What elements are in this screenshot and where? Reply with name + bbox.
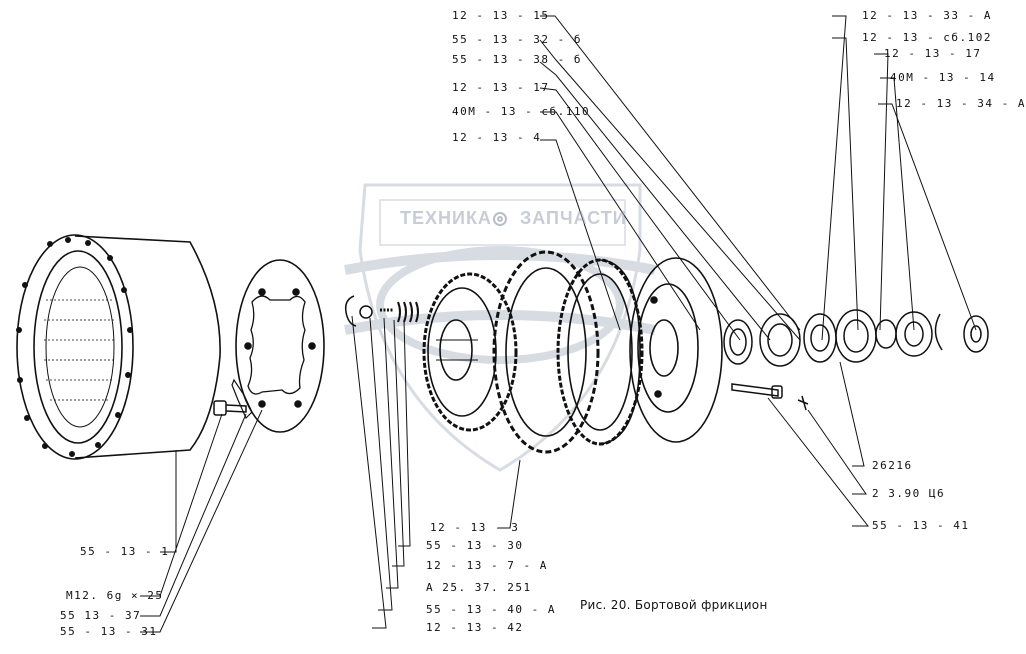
cover-disc [235,259,325,433]
leader-lines [140,15,977,633]
label-55-13-41: 55 - 13 - 41 [872,519,970,532]
housing-bolt-holes [16,237,133,457]
friction-disc-pack [556,258,644,446]
label-55-13-37: 55 13 - 37 [60,609,142,622]
label-2-3-90-c6: 2 3.90 Ц6 [872,487,946,500]
bearing-stack [723,309,989,367]
watermark-emblem [344,183,656,472]
label-12-13-3: 12 - 13 - 3 [430,521,520,534]
label-55-13-32-6: 55 - 13 - 32 - б [452,33,582,46]
label-12-13-17-right: 12 - 13 - 17 [884,47,982,60]
circlip-and-spring [344,295,419,327]
label-m12-bolt: М12. 6g × 25 [66,589,164,602]
exploded-assembly-drawing [16,15,989,633]
label-12-13-15: 12 - 13 - 15 [452,9,550,22]
label-55-13-1: 55 - 13 - 1 [80,545,170,558]
label-26216: 26216 [872,459,913,472]
label-40m-13-sb110: 40М - 13 - сб.110 [452,105,591,118]
label-12-13-34-a: 12 - 13 - 34 - А [896,97,1026,110]
label-12-13-33-a: 12 - 13 - 33 - А [862,9,992,22]
label-12-13-sb102: 12 - 13 - сб.102 [862,31,992,44]
label-a25-37-251: А 25. 37. 251 [426,581,532,594]
watermark-right-text: ЗАПЧАСТИ [520,208,627,228]
label-12-13-7-a: 12 - 13 - 7 - А [426,559,548,572]
inner-drum [422,272,518,432]
gear-icon [493,212,507,226]
friction-disc-outer [492,250,600,454]
label-55-13-30: 55 - 13 - 30 [426,539,524,552]
figure-caption: Рис. 20. Бортовой фрикцион [580,598,768,612]
label-55-13-38-6: 55 - 13 - 38 - б [452,53,582,66]
label-12-13-17: 12 - 13 - 17 [452,81,550,94]
long-bolt [731,383,809,411]
label-12-13-4: 12 - 13 - 4 [452,131,542,144]
housing-drum [16,234,221,460]
pressure-plate [629,257,723,443]
label-12-13-42: 12 - 13 - 42 [426,621,524,634]
bolt-m12 [213,378,253,420]
label-55-13-40-a: 55 - 13 - 40 - А [426,603,556,616]
label-40m-13-14: 40М - 13 - 14 [890,71,996,84]
watermark-left-text: ТЕХНИКА [400,208,492,228]
label-55-13-31: 55 - 13 - 31 [60,625,158,638]
